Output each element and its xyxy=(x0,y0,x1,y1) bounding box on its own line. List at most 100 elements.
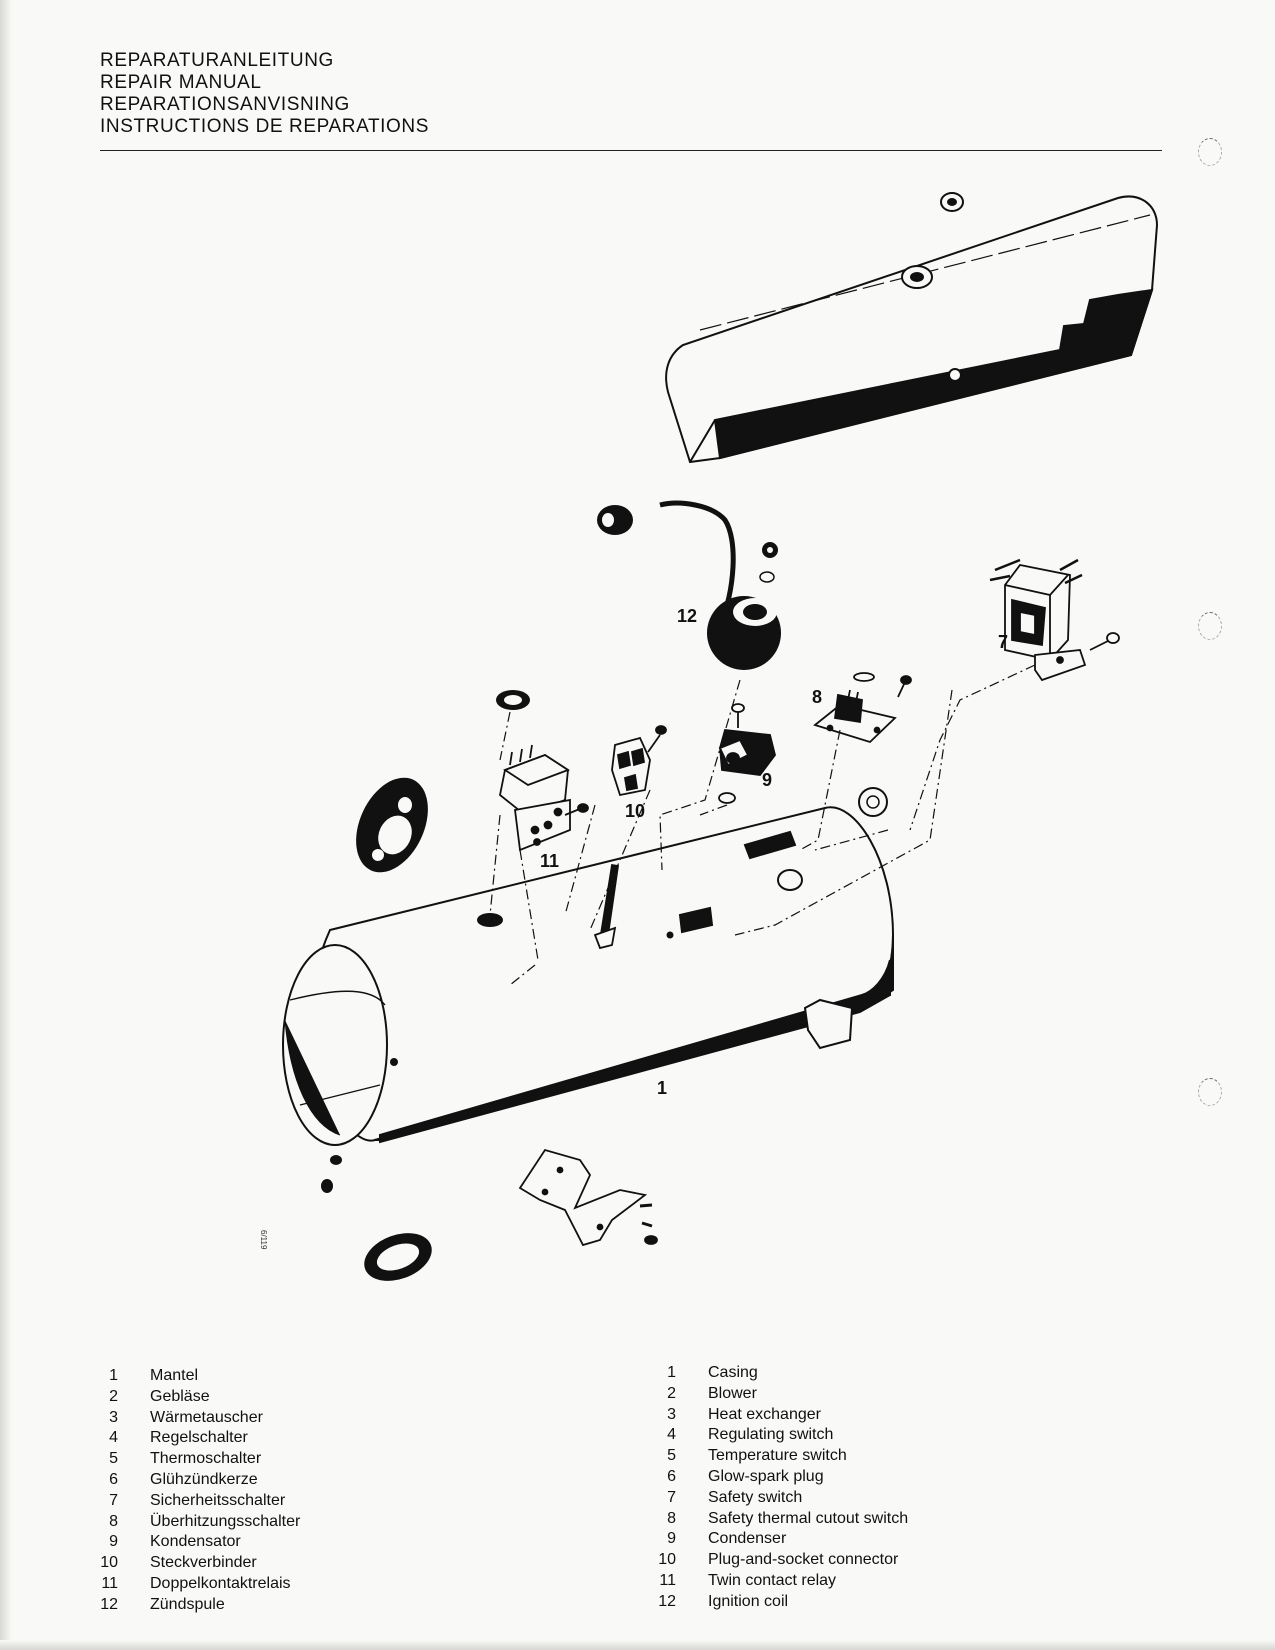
legend-label: Regelschalter xyxy=(150,1429,248,1447)
casing-cylinder-part xyxy=(282,806,895,1146)
legend-label: Safety thermal cutout switch xyxy=(708,1509,909,1527)
legend-label: Regulating switch xyxy=(708,1426,834,1444)
callout-11: 11 xyxy=(540,851,559,871)
legend-label: Heat exchanger xyxy=(708,1405,821,1423)
legend-row: 10 Steckverbinder xyxy=(72,1553,300,1574)
legend-label: Glow-spark plug xyxy=(708,1467,824,1485)
top-cover-part xyxy=(665,192,1159,464)
legend-number: 7 xyxy=(667,1488,676,1506)
header-line-de: REPARATURANLEITUNG xyxy=(100,50,334,71)
legend-english: 1 Casing 2 Blower 3 Heat exchanger 4 Regulat… xyxy=(630,1363,908,1613)
legend-label: Casing xyxy=(708,1364,758,1381)
legend-label: Überhitzungsschalter xyxy=(150,1512,301,1530)
legend-label: Thermoschalter xyxy=(150,1450,262,1468)
glow-plug-part xyxy=(593,863,620,950)
callout-9: 9 xyxy=(762,770,772,790)
legend-row: 5 Thermoschalter xyxy=(72,1449,300,1470)
callout-1: 1 xyxy=(657,1078,667,1098)
page-bottom-shadow xyxy=(0,1640,1275,1650)
legend-label: Mantel xyxy=(150,1367,199,1384)
legend-row: 9 Kondensator xyxy=(72,1532,300,1553)
legend-label: Condenser xyxy=(708,1530,787,1548)
legend-number: 3 xyxy=(667,1405,676,1423)
legend-row: 2 Blower xyxy=(630,1384,908,1405)
thermal-cutout-switch-part xyxy=(813,672,912,744)
legend-number: 4 xyxy=(667,1426,676,1444)
legend-number: 9 xyxy=(109,1533,118,1551)
legend-label: Safety switch xyxy=(708,1488,803,1506)
punch-hole-middle xyxy=(1198,612,1222,640)
legend-number: 12 xyxy=(658,1592,676,1610)
legend-label: Glühzündkerze xyxy=(150,1470,258,1488)
legend-row: 3 Heat exchanger xyxy=(630,1405,908,1426)
punch-hole-lower xyxy=(1198,1078,1222,1106)
legend-number: 5 xyxy=(667,1447,676,1465)
legend-number: 2 xyxy=(667,1384,676,1402)
legend-row: 1 Mantel xyxy=(72,1366,300,1387)
gasket-ring-lower xyxy=(364,1233,432,1281)
legend-number: 5 xyxy=(109,1450,118,1468)
legend-row: 8 Überhitzungsschalter xyxy=(72,1512,300,1533)
legend-row: 7 Safety switch xyxy=(630,1488,908,1509)
document-id: 6/119 xyxy=(259,1230,268,1250)
legend-row: 6 Glow-spark plug xyxy=(630,1467,908,1488)
legend-label: Plug-and-socket connector xyxy=(708,1551,899,1569)
condenser-part xyxy=(718,703,776,804)
legend-number: 1 xyxy=(667,1364,676,1381)
header-rule xyxy=(100,150,1162,151)
legend-label: Doppelkontaktrelais xyxy=(150,1574,291,1592)
header-line-sv: REPARATIONSANVISNING xyxy=(100,94,350,115)
manual-header: REPARATURANLEITUNG REPAIR MANUAL REPARAT… xyxy=(100,50,429,138)
legend-number: 8 xyxy=(109,1512,118,1530)
legend-label: Ignition coil xyxy=(708,1592,789,1610)
callout-12: 12 xyxy=(677,606,697,626)
legend-row: 9 Condenser xyxy=(630,1529,908,1550)
mounting-bracket-part xyxy=(518,1148,658,1247)
legend-row: 10 Plug-and-socket connector xyxy=(630,1550,908,1571)
legend-number: 6 xyxy=(667,1467,676,1485)
legend-label: Kondensator xyxy=(150,1533,241,1551)
plug-socket-connector-part xyxy=(611,725,667,797)
callout-7: 7 xyxy=(998,632,1008,652)
legend-row: 11 Twin contact relay xyxy=(630,1571,908,1592)
legend-number: 3 xyxy=(109,1408,118,1426)
legend-number: 8 xyxy=(667,1509,676,1527)
legend-number: 2 xyxy=(109,1387,118,1405)
legend-label: Steckverbinder xyxy=(150,1554,257,1572)
legend-number: 10 xyxy=(658,1551,676,1569)
legend-number: 11 xyxy=(659,1571,676,1589)
page-edge-shadow xyxy=(0,0,12,1650)
legend-row: 4 Regulating switch xyxy=(630,1425,908,1446)
legend-label: Wärmetauscher xyxy=(150,1408,263,1426)
header-line-fr: INSTRUCTIONS DE REPARATIONS xyxy=(100,116,430,137)
small-nuts-lower xyxy=(321,1155,342,1193)
legend-row: 8 Safety thermal cutout switch xyxy=(630,1509,908,1530)
legend-number: 11 xyxy=(101,1574,118,1592)
legend-label: Twin contact relay xyxy=(708,1571,837,1589)
legend-row: 11 Doppelkontaktrelais xyxy=(72,1574,300,1595)
ignition-coil-part xyxy=(597,500,781,670)
oval-flange-part xyxy=(356,777,428,873)
twin-contact-relay-part xyxy=(499,744,589,852)
legend-row: 4 Regelschalter xyxy=(72,1428,300,1449)
legend-number: 4 xyxy=(109,1429,118,1447)
legend-label: Sicherheitsschalter xyxy=(150,1491,286,1509)
legend-number: 1 xyxy=(109,1367,118,1384)
legend-row: 12 Ignition coil xyxy=(630,1592,908,1613)
legend-number: 12 xyxy=(100,1595,118,1613)
legend-label: Blower xyxy=(708,1384,757,1402)
grommet-part xyxy=(496,690,530,710)
assembly-leader-lines xyxy=(489,664,1036,986)
legend-number: 9 xyxy=(667,1530,676,1548)
washer-part xyxy=(858,787,888,817)
legend-number: 10 xyxy=(100,1554,118,1572)
callout-10: 10 xyxy=(625,801,645,821)
punch-hole-top xyxy=(1198,138,1222,166)
callout-8: 8 xyxy=(812,687,822,707)
legend-row: 3 Wärmetauscher xyxy=(72,1408,300,1429)
